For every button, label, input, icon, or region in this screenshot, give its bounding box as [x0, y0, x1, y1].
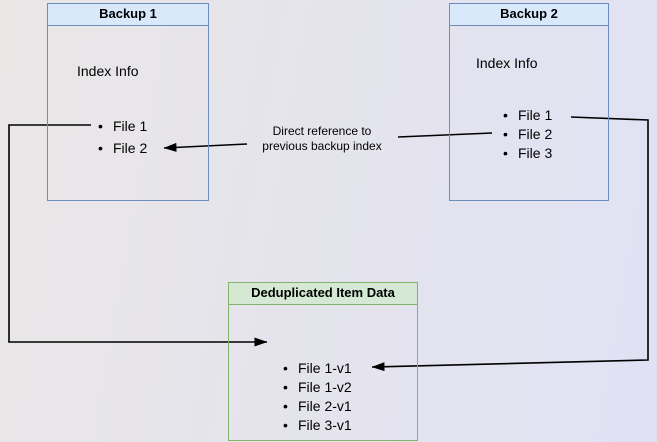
file-list-item: • File 1 — [98, 115, 147, 137]
bullet-icon: • — [503, 107, 508, 123]
dedup-body: • File 1-v1 • File 1-v2 • File 2-v1 • Fi… — [229, 305, 417, 440]
backup2-body: Index Info • File 1 • File 2 • File 3 — [450, 26, 608, 200]
file-list-item: • File 3 — [503, 144, 552, 163]
file-label: File 3 — [518, 145, 553, 161]
file-list-item: • File 1 — [503, 106, 552, 125]
bullet-icon: • — [283, 379, 288, 395]
bullet-icon: • — [283, 417, 288, 433]
file-label: File 1 — [113, 118, 148, 134]
file-label: File 2 — [113, 140, 148, 156]
bullet-icon: • — [283, 360, 288, 376]
direct-reference-label-line2: previous backup index — [262, 139, 382, 153]
direct-reference-label-line1: Direct reference to — [272, 124, 372, 138]
bullet-icon: • — [98, 118, 103, 134]
bullet-icon: • — [503, 145, 508, 161]
backup2-box: Backup 2 Index Info • File 1 • File 2 • … — [449, 3, 609, 201]
backup2-title: Backup 2 — [450, 4, 608, 26]
direct-reference-label: Direct reference to previous backup inde… — [237, 124, 407, 154]
backup1-subtitle: Index Info — [77, 63, 139, 79]
dedup-file-list: • File 1-v1 • File 1-v2 • File 2-v1 • Fi… — [283, 359, 352, 435]
file-list-item: • File 3-v1 — [283, 416, 352, 435]
file-label: File 2-v1 — [298, 398, 352, 414]
file-list-item: • File 2-v1 — [283, 397, 352, 416]
bullet-icon: • — [503, 126, 508, 142]
backup1-title: Backup 1 — [48, 4, 208, 26]
bullet-icon: • — [98, 140, 103, 156]
file-list-item: • File 1-v2 — [283, 378, 352, 397]
backup2-subtitle: Index Info — [476, 55, 538, 71]
bullet-icon: • — [283, 398, 288, 414]
backup1-body: Index Info • File 1 • File 2 — [48, 26, 208, 200]
backup1-file-list: • File 1 • File 2 — [98, 115, 147, 159]
file-label: File 1 — [518, 107, 553, 123]
file-label: File 1-v1 — [298, 360, 352, 376]
file-list-item: • File 1-v1 — [283, 359, 352, 378]
deduplicated-item-data-box: Deduplicated Item Data • File 1-v1 • Fil… — [228, 282, 418, 441]
file-label: File 3-v1 — [298, 417, 352, 433]
file-list-item: • File 2 — [503, 125, 552, 144]
dedup-title: Deduplicated Item Data — [229, 283, 417, 305]
backup2-file-list: • File 1 • File 2 • File 3 — [503, 106, 552, 163]
backup1-box: Backup 1 Index Info • File 1 • File 2 — [47, 3, 209, 201]
file-list-item: • File 2 — [98, 137, 147, 159]
file-label: File 1-v2 — [298, 379, 352, 395]
file-label: File 2 — [518, 126, 553, 142]
